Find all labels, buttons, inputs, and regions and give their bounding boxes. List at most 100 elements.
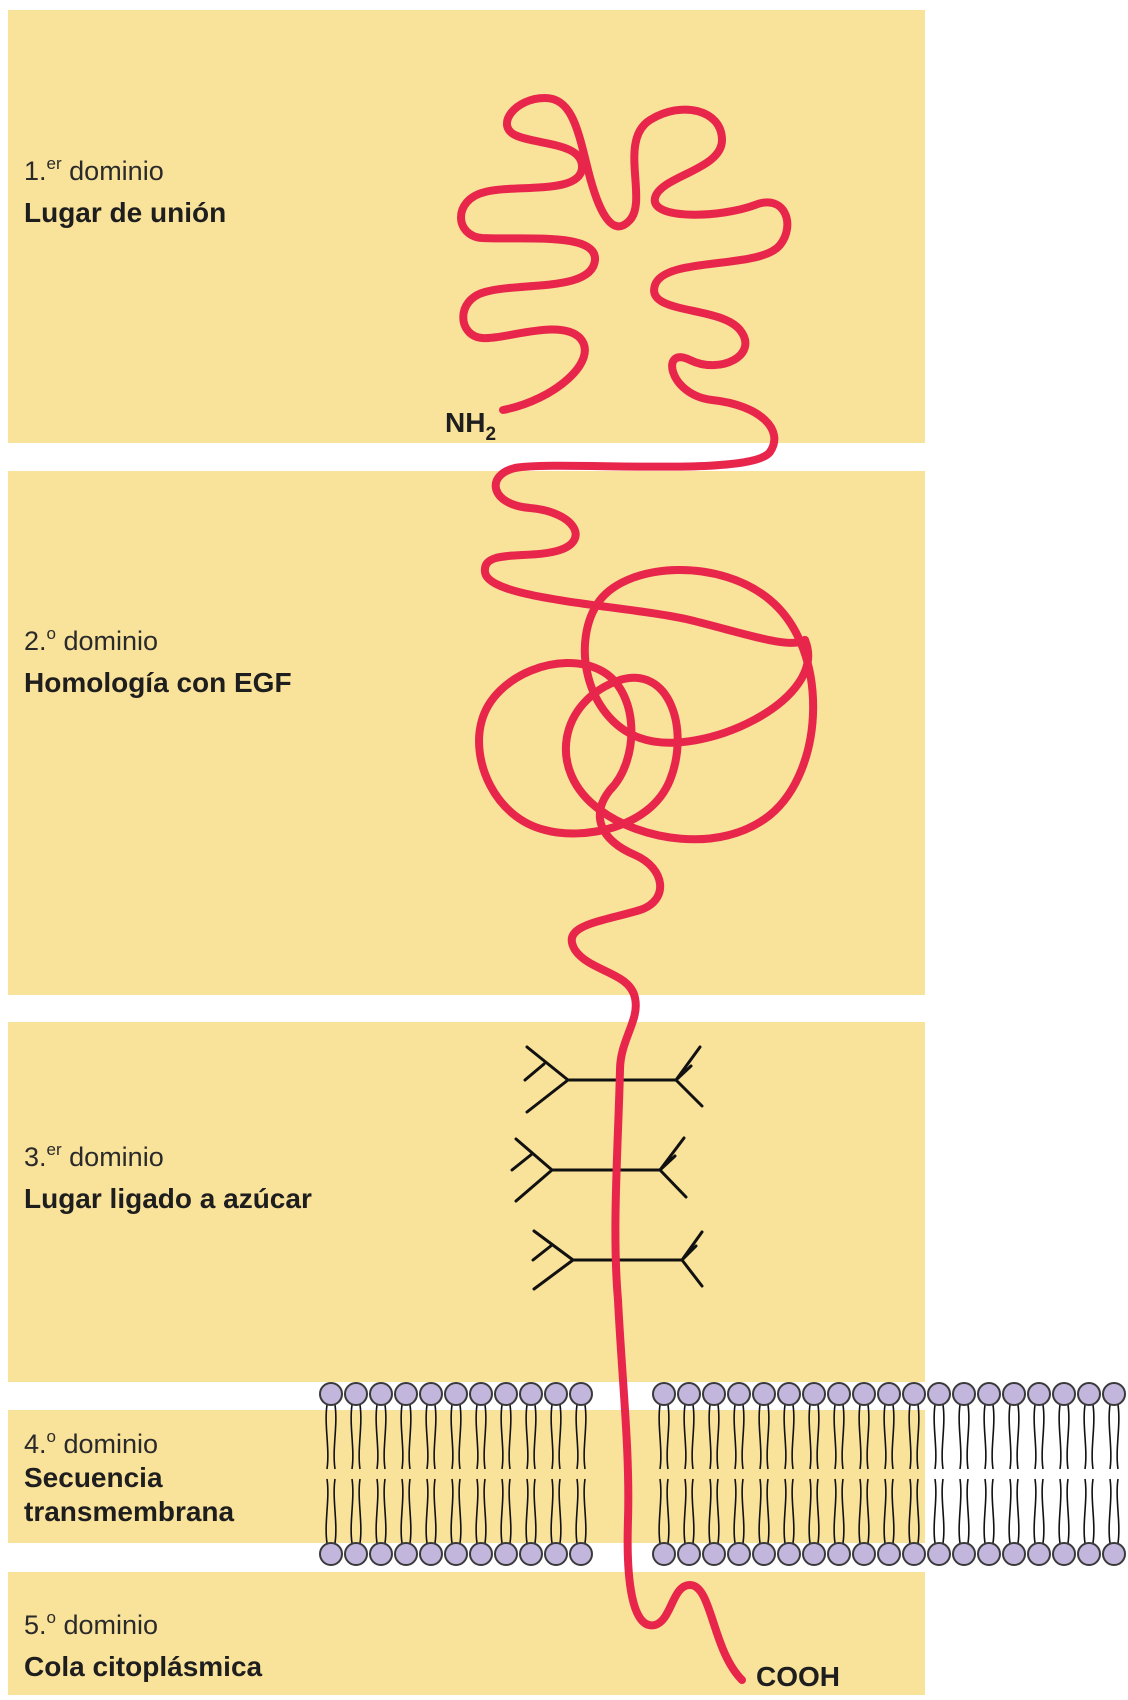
lipid-tail <box>934 1405 936 1469</box>
lipid-head-inner <box>653 1543 675 1565</box>
lipid-head-inner <box>903 1543 925 1565</box>
lipid-tail <box>934 1479 936 1543</box>
lipid-head-outer <box>520 1383 542 1405</box>
lipid-head-outer <box>953 1383 975 1405</box>
domain-number: 3. <box>24 1142 47 1172</box>
svg-text:3.er dominio: 3.er dominio <box>24 1140 164 1172</box>
lipid-tail <box>1109 1479 1111 1543</box>
lipid-head-inner <box>320 1543 342 1565</box>
lipid-head-outer <box>653 1383 675 1405</box>
lipid-tail <box>984 1405 986 1469</box>
lipid-head-inner <box>678 1543 700 1565</box>
lipid-head-inner <box>1103 1543 1125 1565</box>
domain-number-sup: er <box>47 154 62 173</box>
svg-text:2.o dominio: 2.o dominio <box>24 624 158 656</box>
lipid-head-outer <box>1028 1383 1050 1405</box>
panel-domain-2 <box>8 471 925 995</box>
lipid-head-outer <box>928 1383 950 1405</box>
lipid-head-inner <box>878 1543 900 1565</box>
lipid-tail <box>1117 1479 1119 1543</box>
lipid-tail <box>1017 1405 1019 1469</box>
lipid-tail <box>1092 1479 1094 1543</box>
domain-number: 2. <box>24 626 47 656</box>
lipid-tail <box>942 1479 944 1543</box>
lipid-tail <box>1067 1479 1069 1543</box>
lipid-head-inner <box>728 1543 750 1565</box>
lipid-head-inner <box>978 1543 1000 1565</box>
lipid-head-outer <box>545 1383 567 1405</box>
lipid-head-outer <box>903 1383 925 1405</box>
domain-name: Cola citoplásmica <box>24 1651 263 1682</box>
lipid-head-inner <box>470 1543 492 1565</box>
lipid-head-outer <box>1053 1383 1075 1405</box>
lipid-head-outer <box>678 1383 700 1405</box>
domain-number: 1. <box>24 156 47 186</box>
lipid-head-outer <box>395 1383 417 1405</box>
lipid-tail <box>1042 1479 1044 1543</box>
lipid-tail <box>1084 1405 1086 1469</box>
lipid-tail <box>1109 1405 1111 1469</box>
lipid-tail <box>1067 1405 1069 1469</box>
svg-text:1.er dominio: 1.er dominio <box>24 154 164 186</box>
lipid-head-outer <box>1078 1383 1100 1405</box>
domain-number-sup: o <box>47 624 56 643</box>
lipid-head-inner <box>953 1543 975 1565</box>
lipid-tail <box>984 1479 986 1543</box>
lipid-head-inner <box>1003 1543 1025 1565</box>
lipid-tail <box>959 1479 961 1543</box>
domain-number-sup: o <box>47 1427 56 1446</box>
domain-name-line-1: Secuencia <box>24 1462 163 1493</box>
lipid-head-inner <box>753 1543 775 1565</box>
lipid-tail <box>959 1405 961 1469</box>
lipid-tail <box>1117 1405 1119 1469</box>
lipid-head-inner <box>545 1543 567 1565</box>
lipid-head-outer <box>1003 1383 1025 1405</box>
lipid-head-outer <box>803 1383 825 1405</box>
domain-name: Lugar ligado a azúcar <box>24 1183 312 1214</box>
lipid-tail <box>1009 1405 1011 1469</box>
lipid-tail <box>1084 1479 1086 1543</box>
lipid-head-outer <box>420 1383 442 1405</box>
lipid-head-inner <box>778 1543 800 1565</box>
lipid-head-outer <box>320 1383 342 1405</box>
domain-number-sup: er <box>47 1140 62 1159</box>
svg-text:5.o dominio: 5.o dominio <box>24 1608 158 1640</box>
domain-number: 4. <box>24 1429 47 1459</box>
domain-number-rest: dominio <box>62 156 164 186</box>
lipid-head-inner <box>570 1543 592 1565</box>
lipid-tail <box>967 1405 969 1469</box>
lipid-head-inner <box>803 1543 825 1565</box>
lipid-head-outer <box>470 1383 492 1405</box>
lipid-head-inner <box>828 1543 850 1565</box>
lipid-head-outer <box>828 1383 850 1405</box>
lipid-head-outer <box>878 1383 900 1405</box>
lipid-head-outer <box>495 1383 517 1405</box>
lipid-head-inner <box>853 1543 875 1565</box>
lipid-tail <box>1059 1479 1061 1543</box>
lipid-head-outer <box>570 1383 592 1405</box>
domain-number: 5. <box>24 1610 47 1640</box>
lipid-head-inner <box>395 1543 417 1565</box>
domain-name: Lugar de unión <box>24 197 226 228</box>
lipid-head-outer <box>370 1383 392 1405</box>
lipid-tail <box>1092 1405 1094 1469</box>
lipid-head-inner <box>1078 1543 1100 1565</box>
lipid-head-outer <box>1103 1383 1125 1405</box>
domain-number-rest: dominio <box>62 1142 164 1172</box>
lipid-head-outer <box>853 1383 875 1405</box>
lipid-head-inner <box>703 1543 725 1565</box>
lipid-tail <box>992 1479 994 1543</box>
lipid-head-inner <box>420 1543 442 1565</box>
domain-number-rest: dominio <box>56 1610 158 1640</box>
lipid-head-outer <box>778 1383 800 1405</box>
lipid-head-outer <box>445 1383 467 1405</box>
lipid-head-outer <box>703 1383 725 1405</box>
lipid-head-inner <box>520 1543 542 1565</box>
lipid-tail <box>967 1479 969 1543</box>
domain-number-sup: o <box>47 1608 56 1627</box>
lipid-tail <box>1009 1479 1011 1543</box>
lipid-head-outer <box>345 1383 367 1405</box>
lipid-head-inner <box>345 1543 367 1565</box>
lipid-head-inner <box>1053 1543 1075 1565</box>
